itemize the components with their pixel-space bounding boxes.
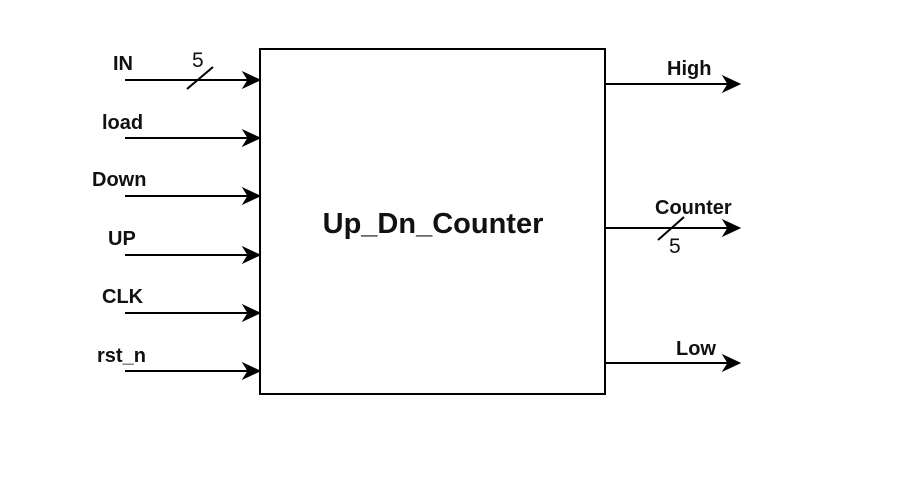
input-rst-n: rst_n [97,345,262,381]
input-load-arrowhead [241,128,262,148]
input-rst-n-arrowhead [241,361,262,381]
block-title: Up_Dn_Counter [323,208,544,240]
output-low: Low [605,338,742,373]
output-counter-arrowhead [721,218,742,238]
input-load-label: load [102,112,143,134]
input-rst-n-label: rst_n [97,345,146,367]
input-in: IN 5 [113,49,262,90]
output-counter-bus-slash [657,216,685,241]
output-counter: Counter 5 [605,197,742,258]
output-high-label: High [667,58,711,80]
output-counter-label: Counter [655,197,732,219]
input-in-arrowhead [241,70,262,90]
output-counter-bus-width: 5 [669,235,681,258]
output-high-arrowhead [721,74,742,94]
input-in-bus-width: 5 [192,49,204,72]
input-down-arrowhead [241,186,262,206]
counter-block: Up_Dn_Counter [259,48,606,395]
input-load: load [102,112,262,148]
input-in-label: IN [113,53,133,75]
input-down: Down [92,169,262,206]
output-high: High [605,58,742,94]
input-clk-arrowhead [241,303,262,323]
input-up: UP [108,228,262,265]
input-down-label: Down [92,169,146,191]
block-box [259,48,606,395]
input-clk-label: CLK [102,286,144,308]
output-low-label: Low [676,338,716,360]
input-up-arrowhead [241,245,262,265]
output-low-arrowhead [721,353,742,373]
input-in-bus-slash [186,66,214,90]
input-clk: CLK [102,286,262,323]
input-up-label: UP [108,228,136,250]
